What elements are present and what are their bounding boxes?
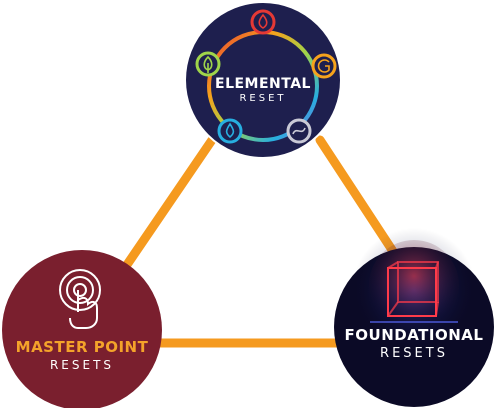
master-point-resets-node — [2, 250, 162, 408]
connector-elemental-master — [115, 135, 217, 280]
foundational-label: FOUNDATIONAL RESETS — [334, 326, 494, 361]
master-point-title: MASTER POINT — [15, 338, 149, 356]
elemental-subtitle: RESET — [239, 93, 287, 104]
elemental-label: ELEMENTAL RESET — [203, 76, 323, 104]
fire-icon — [250, 9, 276, 35]
g-icon — [311, 53, 337, 79]
master-point-subtitle: RESETS — [49, 358, 115, 372]
snake-icon — [286, 118, 312, 144]
tree-icon — [195, 51, 221, 77]
water-drop-icon — [217, 118, 243, 144]
foundational-subtitle: RESETS — [380, 346, 448, 361]
elemental-reset-node — [184, 1, 342, 159]
neon-cube-icon — [370, 261, 458, 323]
elemental-title: ELEMENTAL — [215, 76, 311, 92]
foundational-resets-node — [334, 228, 494, 407]
master-point-label: MASTER POINT RESETS — [2, 338, 162, 372]
foundational-title: FOUNDATIONAL — [344, 326, 484, 344]
finger-tap-target-icon — [59, 269, 101, 329]
